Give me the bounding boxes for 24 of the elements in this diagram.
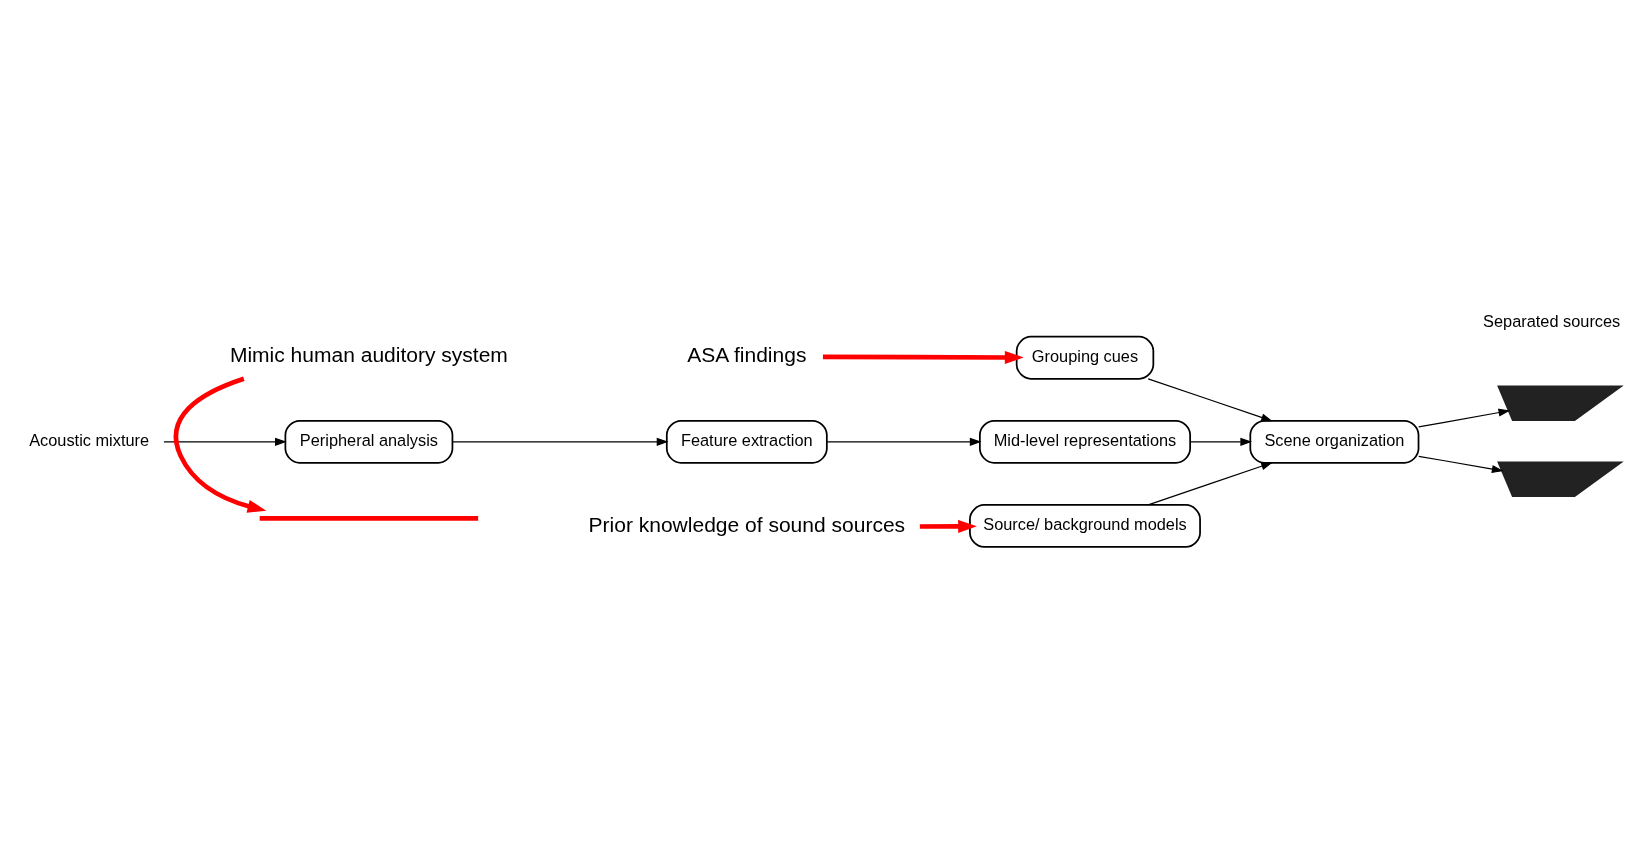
node-box: Feature extraction xyxy=(665,419,828,464)
arrow xyxy=(163,437,287,446)
node-text: ASA findings xyxy=(687,342,807,366)
arrow xyxy=(1147,377,1273,421)
arrow xyxy=(1147,461,1273,505)
label: Separated sources xyxy=(1483,311,1621,330)
arrow xyxy=(1189,437,1253,446)
arrow xyxy=(826,437,982,446)
node-box: Mid-level representations xyxy=(979,419,1191,464)
node-text: Acoustic mixture xyxy=(29,430,150,449)
arrow xyxy=(1418,408,1511,428)
arrow xyxy=(822,350,1024,364)
arrow xyxy=(451,437,669,446)
arrow xyxy=(919,519,977,533)
node-box: Peripheral analysis xyxy=(284,419,454,464)
node-text: Prior knowledge of sound sources xyxy=(588,512,906,536)
arrow xyxy=(173,376,267,513)
node-box: Scene organization xyxy=(1249,419,1420,464)
node-box: Source/ background models xyxy=(969,503,1201,548)
node-box: Grouping cues xyxy=(1015,335,1155,380)
node-text: Mimic human auditory system xyxy=(229,342,508,366)
node-bracket xyxy=(259,515,479,521)
arrow xyxy=(1418,455,1504,473)
node-waveform xyxy=(1497,460,1624,497)
